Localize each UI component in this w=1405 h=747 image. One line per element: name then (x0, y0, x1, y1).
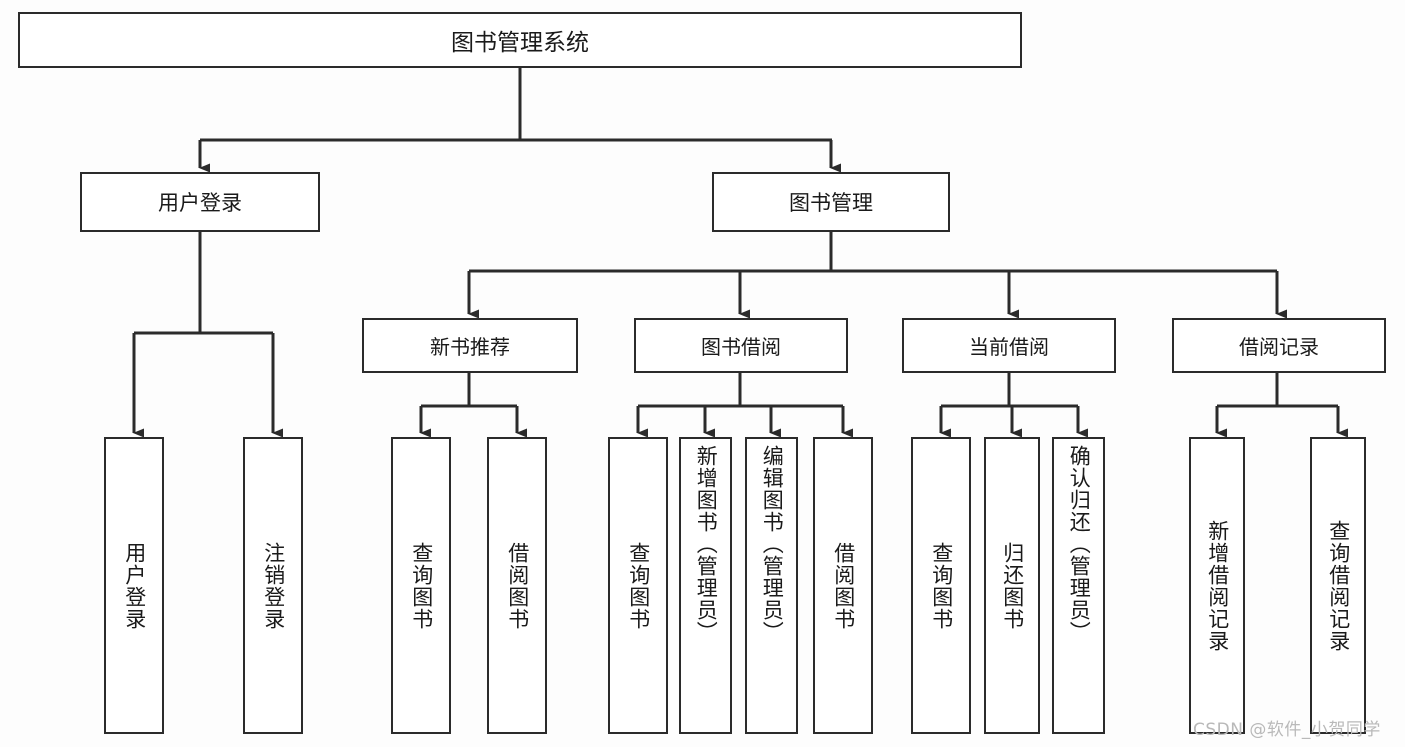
leaf-confirm-return-admin[interactable]: 确认归还（管理员） (1052, 437, 1105, 734)
node-book-borrow[interactable]: 图书借阅 (634, 318, 848, 373)
node-book-management[interactable]: 图书管理 (712, 172, 950, 232)
leaf-confirm-return-admin-label: 确认归还（管理员） (1067, 445, 1092, 643)
leaf-query-book-borrow[interactable]: 查询图书 (608, 437, 668, 734)
leaf-logout[interactable]: 注销登录 (243, 437, 303, 734)
leaf-edit-book-admin[interactable]: 编辑图书（管理员） (745, 437, 798, 734)
node-root-label: 图书管理系统 (451, 30, 589, 56)
leaf-add-book-admin-label: 新增图书（管理员） (694, 445, 719, 643)
leaf-add-book-admin[interactable]: 新增图书（管理员） (679, 437, 732, 734)
leaf-query-book-current[interactable]: 查询图书 (911, 437, 971, 734)
node-user-login[interactable]: 用户登录 (80, 172, 320, 232)
leaf-query-borrow-record[interactable]: 查询借阅记录 (1310, 437, 1366, 734)
node-user-login-label: 用户登录 (158, 191, 242, 215)
node-borrow-record-label: 借阅记录 (1239, 335, 1319, 359)
leaf-query-book-recommend[interactable]: 查询图书 (391, 437, 451, 734)
leaf-return-book-label: 归还图书 (1000, 541, 1025, 630)
leaf-user-login[interactable]: 用户登录 (104, 437, 164, 734)
leaf-borrow-book[interactable]: 借阅图书 (813, 437, 873, 734)
node-borrow-record[interactable]: 借阅记录 (1172, 318, 1386, 373)
leaf-add-borrow-record-label: 新增借阅记录 (1205, 519, 1230, 652)
node-book-management-label: 图书管理 (789, 191, 873, 215)
leaf-query-borrow-record-label: 查询借阅记录 (1326, 519, 1351, 652)
node-current-borrow[interactable]: 当前借阅 (902, 318, 1116, 373)
leaf-edit-book-admin-label: 编辑图书（管理员） (760, 445, 785, 643)
leaf-borrow-book-recommend[interactable]: 借阅图书 (487, 437, 547, 734)
leaf-query-book-borrow-label: 查询图书 (626, 541, 651, 630)
leaf-borrow-book-recommend-label: 借阅图书 (505, 541, 530, 630)
node-new-book-recommend-label: 新书推荐 (430, 335, 510, 359)
leaf-add-borrow-record[interactable]: 新增借阅记录 (1189, 437, 1245, 734)
leaf-user-login-label: 用户登录 (122, 541, 147, 630)
leaf-return-book[interactable]: 归还图书 (984, 437, 1040, 734)
watermark: CSDN @软件_小贺同学 (1193, 720, 1381, 740)
node-book-borrow-label: 图书借阅 (701, 335, 781, 359)
leaf-query-book-recommend-label: 查询图书 (409, 541, 434, 630)
leaf-borrow-book-label: 借阅图书 (831, 541, 856, 630)
leaf-query-book-current-label: 查询图书 (929, 541, 954, 630)
node-root[interactable]: 图书管理系统 (18, 12, 1022, 68)
node-new-book-recommend[interactable]: 新书推荐 (362, 318, 578, 373)
node-current-borrow-label: 当前借阅 (969, 335, 1049, 359)
leaf-logout-label: 注销登录 (261, 541, 286, 630)
